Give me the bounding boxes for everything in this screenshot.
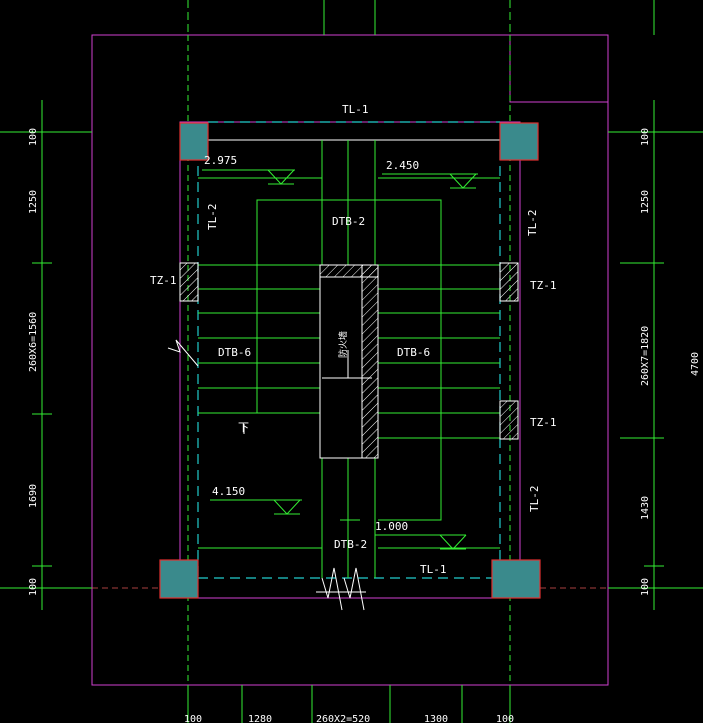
dim-right-4: 1430	[640, 496, 651, 520]
elevation-marker-2	[382, 173, 478, 189]
elevation-marker-3	[210, 499, 302, 515]
dim-left-5: 100	[28, 578, 39, 596]
elevation-label-4: 1.000	[375, 520, 408, 533]
dim-right-5: 100	[640, 578, 651, 596]
dim-bottom-2: 1280	[248, 714, 272, 723]
column-bottom-right	[491, 559, 541, 599]
elevation-label-2: 2.450	[386, 159, 419, 172]
wall-column-tz1-right-top	[499, 262, 519, 302]
break-line-bottom	[316, 567, 366, 611]
break-line-left	[167, 339, 199, 367]
dim-left-2: 1250	[28, 190, 39, 214]
dim-bottom-1: 100	[184, 714, 202, 723]
dim-right-3: 260X7=1820	[640, 326, 651, 386]
label-dtb6-left: DTB-6	[218, 346, 251, 359]
elevation-marker-1	[202, 169, 295, 185]
stair-direction-label: 下	[238, 421, 249, 434]
label-tz1-left: TZ-1	[150, 274, 177, 287]
stair-hall-outline	[179, 121, 521, 599]
dim-bottom-5: 100	[496, 714, 514, 723]
label-dtb2-top: DTB-2	[332, 215, 365, 228]
dim-left-4: 1690	[28, 484, 39, 508]
label-tz1-right-mid: TZ-1	[530, 416, 557, 429]
dim-right-1: 100	[640, 128, 651, 146]
dim-bottom-3: 260X2=520	[316, 714, 370, 723]
label-dtb6-right: DTB-6	[397, 346, 430, 359]
column-bottom-left	[159, 559, 199, 599]
label-tl1-top: TL-1	[342, 103, 369, 116]
label-tl2-right-bottom: TL-2	[528, 486, 541, 513]
column-top-right	[499, 122, 539, 161]
dim-bottom-4: 1300	[424, 714, 448, 723]
label-tl2-left: TL-2	[206, 204, 219, 231]
beam-outline	[197, 121, 501, 579]
elevation-label-3: 4.150	[212, 485, 245, 498]
label-tl1-bottom: TL-1	[420, 563, 447, 576]
label-dtb2-bottom: DTB-2	[334, 538, 367, 551]
left-dimension-line	[32, 100, 52, 610]
stair-steps-left	[198, 264, 320, 414]
dim-left-3: 260X6=1560	[28, 312, 39, 372]
dim-right-total: 4700	[690, 352, 701, 376]
wall-column-tz1-left	[179, 262, 199, 302]
stair-steps-right	[378, 264, 500, 439]
column-top-left	[179, 122, 209, 161]
label-tl2-right-top: TL-2	[526, 210, 539, 237]
wall-column-tz1-right-mid	[499, 400, 519, 440]
dim-left-1: 100	[28, 128, 39, 146]
label-tz1-right-top: TZ-1	[530, 279, 557, 292]
central-well	[319, 264, 379, 459]
stair-guide-lines	[198, 140, 500, 578]
elevation-marker-4	[375, 534, 467, 550]
dim-right-2: 1250	[640, 190, 651, 214]
label-well: 防火墙	[337, 331, 349, 358]
right-dimension-line	[620, 100, 664, 610]
elevation-label-1: 2.975	[204, 154, 237, 167]
